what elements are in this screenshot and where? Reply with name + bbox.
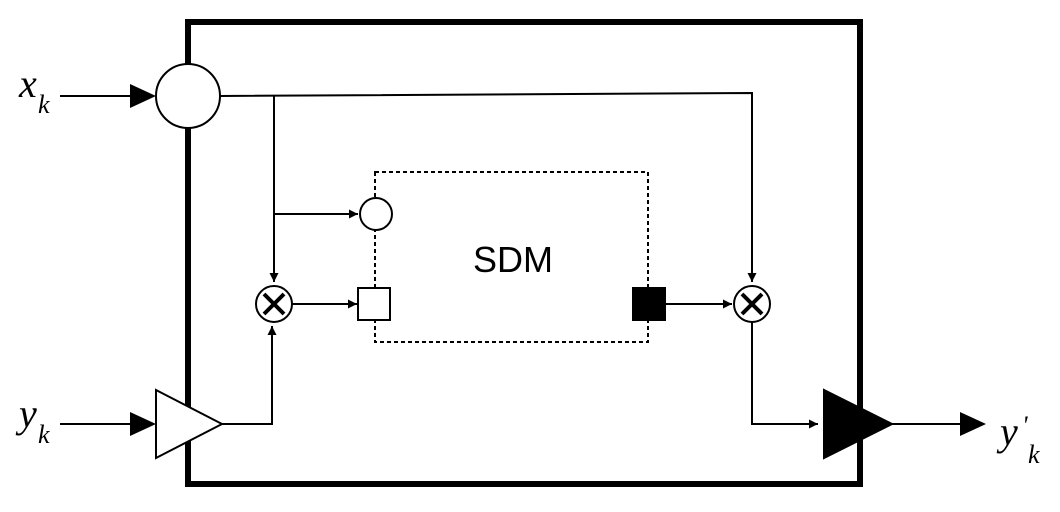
y-path-to-left-multiplier xyxy=(222,326,277,425)
input-y-arrowhead xyxy=(130,412,156,436)
output-y-label: y ' k xyxy=(996,409,1040,469)
sdm-square-output xyxy=(632,287,666,321)
sdm-square-input xyxy=(357,287,391,321)
output-arrowhead xyxy=(960,412,986,436)
right-multiplier xyxy=(733,285,771,323)
sdm-label: SDM xyxy=(473,239,553,280)
multiplier-to-output xyxy=(751,322,818,429)
sdm-circle-input xyxy=(359,197,393,231)
input-x-label: x k xyxy=(18,61,50,119)
svg-text:y: y xyxy=(15,391,37,436)
svg-text:x: x xyxy=(18,61,37,106)
svg-text:k: k xyxy=(38,90,50,119)
input-port-circle xyxy=(155,63,221,129)
input-x-arrowhead xyxy=(130,84,156,108)
svg-text:y: y xyxy=(996,409,1018,454)
left-multiplier xyxy=(255,285,293,323)
svg-text:k: k xyxy=(1028,440,1040,469)
input-port-triangle xyxy=(155,388,225,460)
output-port-triangle xyxy=(823,388,895,460)
svg-text:k: k xyxy=(38,420,50,449)
input-y-label: y k xyxy=(15,391,50,449)
svg-text:': ' xyxy=(1022,411,1028,440)
x-path-to-right-multiplier xyxy=(219,91,757,282)
outer-block xyxy=(185,19,863,487)
sdm-module-box xyxy=(374,171,649,343)
